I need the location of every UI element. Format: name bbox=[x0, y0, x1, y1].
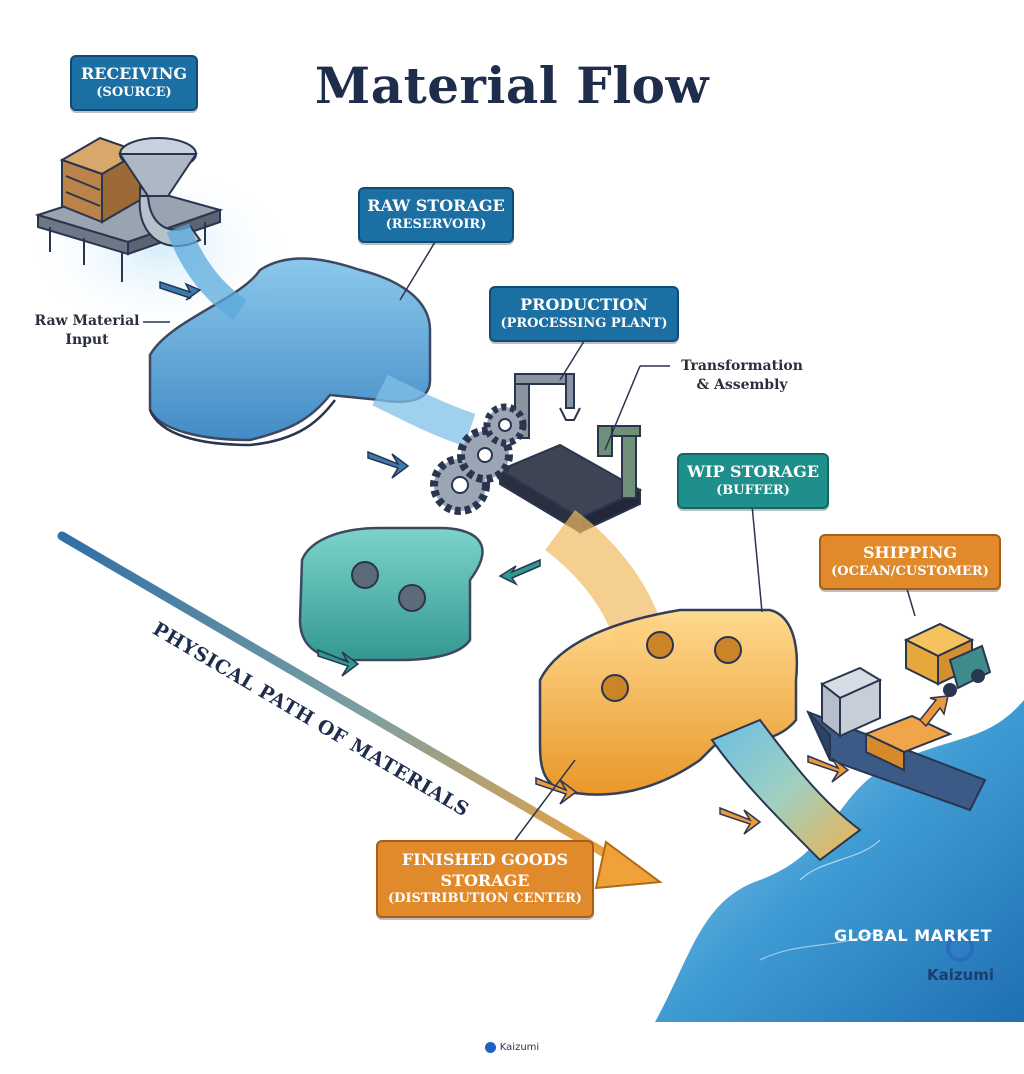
gear-icon bbox=[457, 427, 513, 483]
receiving-subtitle: (SOURCE) bbox=[96, 84, 172, 100]
finished-goods-subtitle: (DISTRIBUTION CENTER) bbox=[388, 891, 582, 907]
funnel-icon bbox=[118, 137, 202, 248]
physical-path-arrow bbox=[57, 531, 663, 890]
wip-storage-subtitle: (BUFFER) bbox=[716, 482, 790, 498]
raw-material-input-line2: Input bbox=[65, 331, 109, 348]
transformation-line2: & Assembly bbox=[696, 376, 788, 393]
receiving-title: RECEIVING bbox=[80, 64, 188, 84]
receiving-label: RECEIVING (SOURCE) bbox=[70, 55, 198, 111]
raw-storage-label: RAW STORAGE (RESERVOIR) bbox=[358, 187, 514, 243]
flow-arrow bbox=[807, 754, 850, 783]
production-label: PRODUCTION (PROCESSING PLANT) bbox=[489, 286, 679, 342]
gear-icon bbox=[601, 674, 629, 702]
shipping-subtitle: (OCEAN/CUSTOMER) bbox=[831, 563, 989, 579]
flow-arrow bbox=[719, 806, 762, 835]
wip-basin bbox=[298, 526, 484, 662]
export-chute bbox=[710, 718, 862, 862]
gear-icon bbox=[351, 561, 379, 589]
ocean-wave bbox=[759, 929, 881, 961]
ocean-wave bbox=[799, 839, 881, 881]
wip-storage-title: WIP STORAGE bbox=[686, 462, 820, 482]
wip-storage-label: WIP STORAGE (BUFFER) bbox=[677, 453, 829, 509]
shipping-label: SHIPPING (OCEAN/CUSTOMER) bbox=[819, 534, 1001, 590]
flow-arrow bbox=[159, 280, 202, 301]
robot-arm-icon bbox=[597, 425, 641, 499]
flow-arrow bbox=[498, 558, 541, 586]
gear-icon bbox=[714, 636, 742, 664]
shipping-title: SHIPPING bbox=[863, 543, 957, 563]
page-title: Material Flow bbox=[314, 56, 710, 115]
finished-goods-title: FINISHED GOODS bbox=[401, 849, 569, 869]
footer-brand: Kaizumi bbox=[499, 1042, 540, 1053]
production-title: PRODUCTION bbox=[520, 295, 648, 315]
transformation-line1: Transformation bbox=[681, 358, 803, 374]
gear-icon bbox=[483, 403, 527, 447]
raw-storage-subtitle: (RESERVOIR) bbox=[385, 216, 487, 232]
raw-material-input-line1: Raw Material bbox=[34, 313, 140, 329]
leader-lines bbox=[143, 241, 916, 841]
delivery-truck-icon bbox=[903, 622, 992, 697]
gear-icon bbox=[646, 631, 674, 659]
flow-arrow bbox=[317, 648, 360, 677]
raw-storage-title: RAW STORAGE bbox=[367, 196, 505, 216]
finished-goods-label: FINISHED GOODS STORAGE (DISTRIBUTION CEN… bbox=[376, 840, 594, 918]
flow-arrow bbox=[535, 776, 578, 805]
raw-material-input-note: Raw Material Input bbox=[28, 312, 146, 350]
conveyor-belt bbox=[497, 443, 643, 534]
kaizumi-logo-icon bbox=[484, 1042, 496, 1053]
kaizumi-watermark: Kaizumi bbox=[927, 966, 995, 984]
finished-goods-title-line2: STORAGE bbox=[440, 870, 530, 890]
production-subtitle: (PROCESSING PLANT) bbox=[500, 315, 668, 331]
gear-icon bbox=[398, 584, 426, 612]
raw-to-production-channel bbox=[372, 374, 476, 447]
kaizumi-logo-icon bbox=[946, 934, 974, 962]
flow-arrow bbox=[367, 450, 410, 479]
footer: Kaizumi bbox=[0, 1042, 1024, 1054]
transformation-note: Transformation & Assembly bbox=[672, 357, 812, 395]
inflow-stream bbox=[166, 223, 247, 320]
global-market-label: GLOBAL MARKET bbox=[834, 926, 993, 945]
cargo-ship-icon bbox=[806, 666, 987, 812]
flow-arrow bbox=[918, 695, 949, 728]
